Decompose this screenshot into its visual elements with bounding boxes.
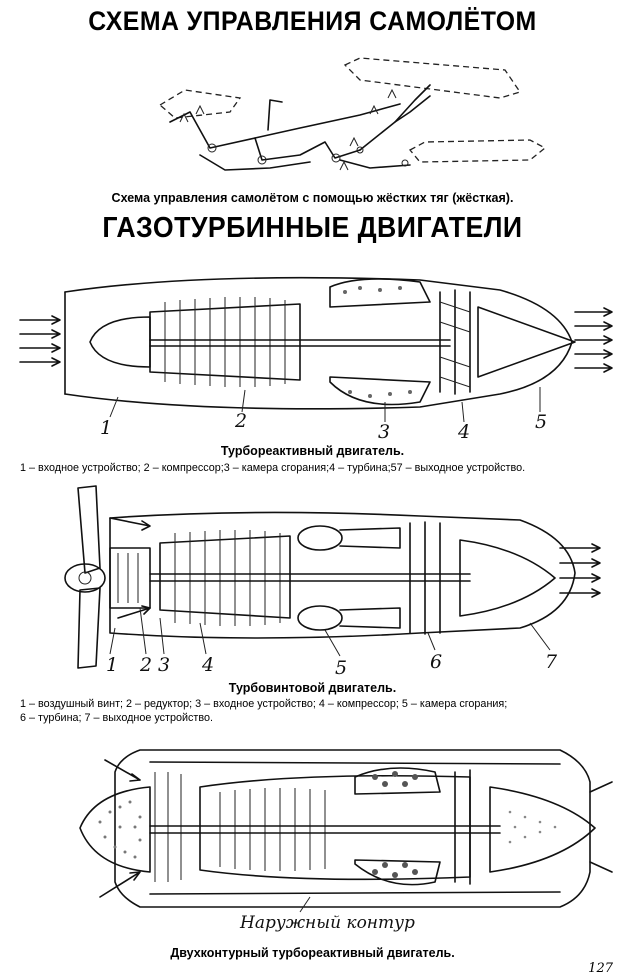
turboprop-label-5: 5 bbox=[335, 657, 347, 678]
turbojet-label-3: 3 bbox=[378, 421, 390, 442]
turbojet-diagram: 1 2 3 4 5 bbox=[19, 276, 613, 442]
control-scheme-caption: Схема управления самолётом с помощью жёс… bbox=[111, 191, 514, 205]
control-scheme-title: СХЕМА УПРАВЛЕНИЯ САМОЛЁТОМ bbox=[88, 6, 537, 36]
turbojet-legend: 1 – входное устройство; 2 – компрессор;3… bbox=[20, 462, 526, 474]
turboprop-label-3: 3 bbox=[158, 654, 170, 676]
turboprop-label-7: 7 bbox=[545, 651, 558, 673]
turbofan-outer-duct-label: Наружный контур bbox=[239, 913, 415, 933]
engines-title: ГАЗОТУРБИННЫЕ ДВИГАТЕЛИ bbox=[102, 212, 523, 244]
turboprop-label-2: 2 bbox=[139, 654, 152, 676]
turbojet-label-1: 1 bbox=[100, 417, 112, 439]
turbojet-label-2: 2 bbox=[234, 410, 247, 432]
turboprop-label-6: 6 bbox=[430, 651, 442, 673]
control-scheme-diagram bbox=[158, 57, 547, 171]
turbojet-label-5: 5 bbox=[535, 411, 547, 433]
turboprop-legend-line1: 1 – воздушный винт; 2 – редуктор; 3 – вх… bbox=[20, 698, 508, 710]
turboprop-diagram: 1 2 3 4 5 6 7 bbox=[64, 485, 601, 678]
turbofan-caption: Двухконтурный турбореактивный двигатель. bbox=[170, 946, 455, 960]
turboprop-legend-line2: 6 – турбина; 7 – выходное устройство. bbox=[20, 712, 213, 724]
turbojet-caption: Турбореактивный двигатель. bbox=[220, 444, 405, 458]
turboprop-caption: Турбовинтовой двигатель. bbox=[228, 681, 397, 695]
turbofan-diagram: Наружный контур bbox=[79, 749, 613, 933]
turboprop-label-1: 1 bbox=[106, 654, 118, 676]
page-number: 127 bbox=[588, 961, 613, 976]
turboprop-label-4: 4 bbox=[201, 654, 214, 676]
turbojet-label-4: 4 bbox=[457, 421, 470, 442]
